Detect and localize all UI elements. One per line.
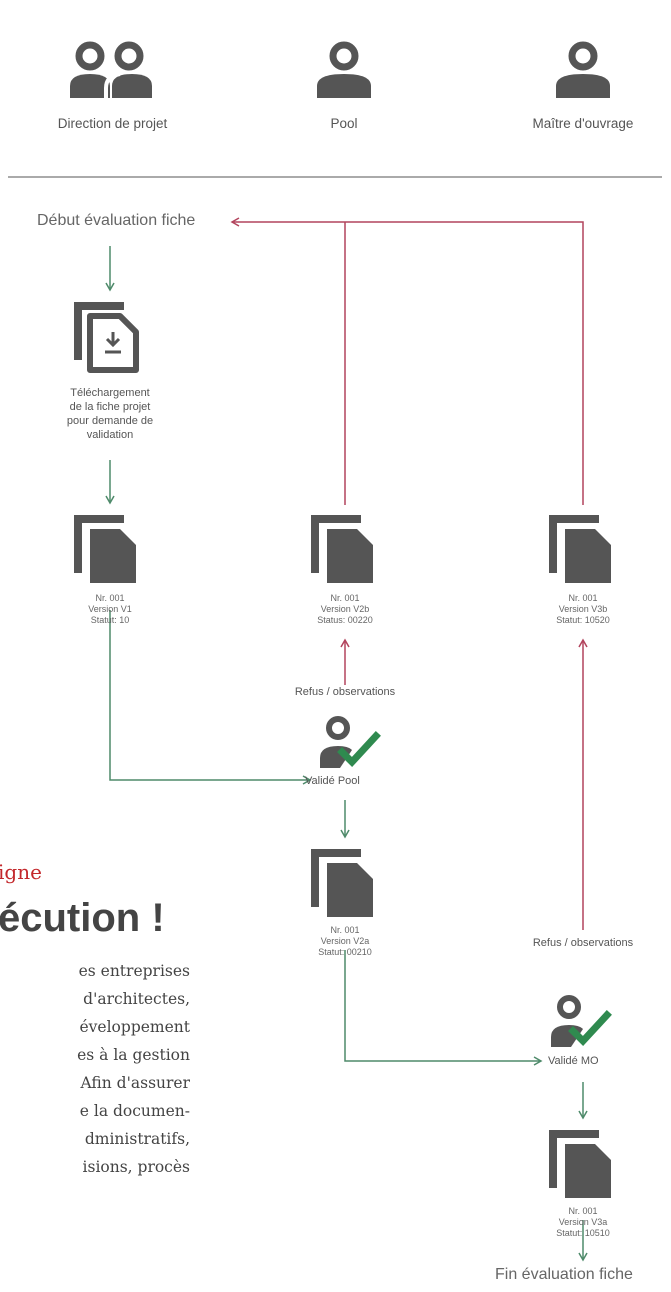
arrow-v3b-to-start xyxy=(230,217,584,505)
person-icon xyxy=(317,41,371,98)
refus-mo-label: Refus / observations xyxy=(532,937,634,949)
article-kicker: igne xyxy=(0,860,42,884)
group-icon xyxy=(70,41,152,100)
approved-person-icon xyxy=(320,716,381,768)
document-v1-caption: Nr. 001 Version V1 Statut: 10 xyxy=(88,593,132,625)
document-v2b-caption: Nr. 001 Version V2b Status: 00220 xyxy=(317,593,373,625)
article-line: d'architectes, xyxy=(83,990,190,1008)
document-icon xyxy=(549,1130,611,1198)
role-direction-label: Direction de projet xyxy=(57,116,168,131)
article-headline: écution ! xyxy=(0,896,165,940)
download-caption: Téléchargement de la fiche projet pour d… xyxy=(66,387,154,441)
valide-mo-label: Validé MO xyxy=(548,1055,599,1067)
end-label: Fin évaluation fiche xyxy=(495,1266,633,1283)
document-v3a-caption: Nr. 001 Version V3a Statut: 10510 xyxy=(556,1206,610,1238)
article-line: dministratifs, xyxy=(84,1130,190,1148)
valide-pool-label: Validé Pool xyxy=(305,775,360,787)
document-icon xyxy=(74,515,136,583)
role-pool-label: Pool xyxy=(330,116,358,131)
document-v3b-caption: Nr. 001 Version V3b Statut: 10520 xyxy=(556,593,610,625)
person-icon xyxy=(556,41,610,98)
document-icon xyxy=(311,849,373,917)
article-line: éveloppement xyxy=(79,1018,191,1036)
refus-pool-label: Refus / observations xyxy=(294,686,396,698)
document-v2a-caption: Nr. 001 Version V2a Statut: 00210 xyxy=(318,925,372,957)
article-line: es à la gestion xyxy=(77,1046,190,1064)
document-icon xyxy=(549,515,611,583)
role-mo-label: Maître d'ouvrage xyxy=(532,116,634,131)
arrow-v2a-to-valide-mo xyxy=(344,950,543,1066)
start-label: Début évaluation fiche xyxy=(37,212,196,229)
article-line: Afin d'assurer xyxy=(80,1074,190,1092)
article-line: isions, procès xyxy=(82,1158,190,1176)
document-download-icon xyxy=(74,302,139,373)
document-icon xyxy=(311,515,373,583)
arrow-v1-to-valide-pool xyxy=(109,610,312,785)
article-line: e la documen- xyxy=(79,1102,190,1120)
article-line: es entreprises xyxy=(78,962,190,980)
approved-person-icon xyxy=(551,995,612,1047)
